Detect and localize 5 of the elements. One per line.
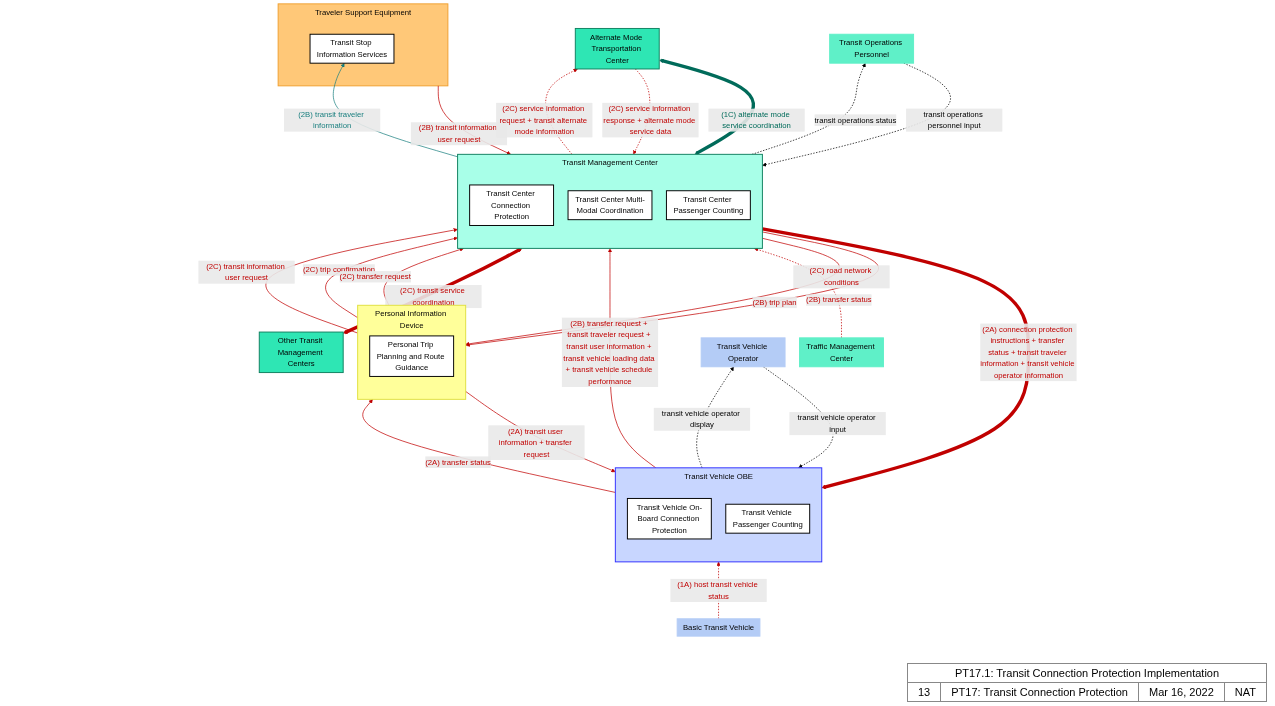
table-cell: Mar 16, 2022 (1138, 682, 1225, 702)
table-cell: NAT (1224, 682, 1267, 702)
table-cell: 13 (907, 682, 941, 702)
table-cell: PT17: Transit Connection Protection (940, 682, 1139, 702)
table-title: PT17.1: Transit Connection Protection Implementation (907, 663, 1267, 683)
